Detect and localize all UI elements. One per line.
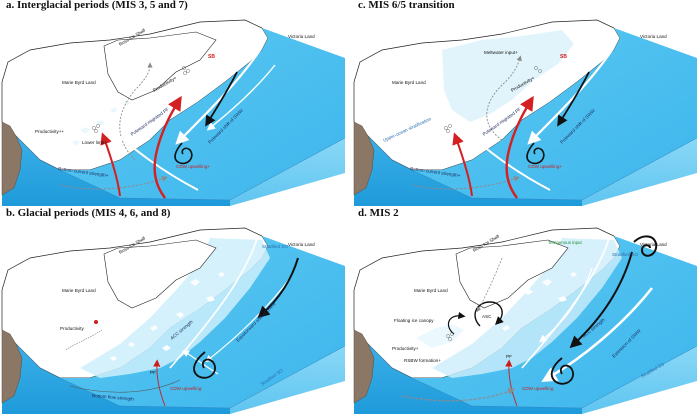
panel-a-lower-lmb-label: Lower limb+ (82, 140, 107, 145)
panel-c-sb-label: SB (560, 54, 567, 60)
panel-d-productivity-label: Productivity+ (392, 346, 419, 351)
panel-c: c. MIS 6/5 transition Victoria Land Mari… (353, 0, 698, 207)
panel-d: d. MIS 2 Victoria Land Ross Ice Shelf Ma… (353, 207, 698, 415)
panel-a-cdw-arrow-main (153, 95, 182, 199)
panel-c-meltwater-area (442, 30, 574, 122)
panel-d-cdw-label: CDW upwelling (522, 386, 554, 391)
panel-c-cdw-arrow-main (505, 95, 534, 199)
panel-d-floating-label: Floating ice canopy (394, 318, 434, 323)
panel-b-bottom-line (69, 379, 181, 393)
panel-a-marie-label: Marie Byrd Land (62, 80, 96, 85)
panel-c-bottom-arrow (411, 176, 520, 190)
panel-c-cdw-label: CDW upwelling+ (528, 164, 562, 169)
panel-b: b. Glacial periods (MIS 4, 6, and 8) Vic… (1, 207, 346, 415)
panel-d-terr-arrow (476, 257, 503, 313)
panel-d-productivity-icons (446, 332, 454, 341)
panel-a-cdw-label: CDW upwelling+ (176, 164, 210, 169)
panel-a-productivity-left-label: Productivity++ (35, 129, 64, 134)
panel-c-meltwater-label: Meltwater input+ (484, 50, 518, 55)
panel-d-marie-label: Marie Byrd Land (414, 288, 448, 293)
panel-a-title: a. Interglacial periods (MIS 3, 5 and 7) (6, 0, 188, 11)
panel-a-victoria-label: Victoria Land (288, 34, 315, 39)
panel-b-sww-arrow (257, 257, 299, 318)
panel-d-asc-arrow (474, 301, 504, 327)
panel-b-ross-ice-shelf (103, 239, 217, 309)
panel-b-stratified-top-label: Stratified SO (262, 244, 288, 249)
panel-d-floating-canopy (416, 324, 464, 348)
panel-a-white-arrow-3 (206, 64, 276, 131)
panel-a-sb-label: SB (208, 54, 215, 60)
panel-a-ross-ice-shelf (103, 31, 217, 101)
panel-d-asc-arrow-2 (447, 311, 466, 335)
panel-a-productivity-icons (92, 66, 190, 133)
panel-c-victoria-label: Victoria Land (640, 34, 667, 39)
panel-d-rsbw-label: RSBW formation+ (404, 358, 441, 363)
panel-b-marie-label: Marie Byrd Land (62, 288, 96, 293)
panel-d-white-arrow (541, 287, 654, 382)
panel-d-cdw-arrow (505, 359, 518, 407)
panel-d-ross-ice-shelf (455, 239, 569, 309)
panel-b-victoria-label: Victoria Land (288, 242, 315, 247)
panel-c-swirl-icon (526, 142, 545, 165)
panel-b-white-arrow (205, 277, 291, 363)
panel-a-sww-arrow (205, 71, 238, 127)
panel-d-title: d. MIS 2 (358, 207, 399, 219)
panel-a-bottom-arrow (59, 176, 168, 190)
panel-c-cdw-arrow-2 (452, 132, 473, 197)
panel-a: a. Interglacial periods (MIS 3, 5 and 7)… (1, 0, 346, 207)
panel-b-title: b. Glacial periods (MIS 4, 6, and 8) (6, 207, 171, 219)
panel-b-front-line (169, 235, 259, 369)
panel-d-asc-label: ASC (482, 314, 492, 319)
panel-c-grey-arrow (486, 55, 522, 141)
panel-c-productivity-icons (444, 66, 542, 133)
panel-c-title: c. MIS 6/5 transition (358, 0, 455, 11)
panel-b-swirl-icon (193, 351, 216, 379)
panel-b-productivity-label: Productivity (60, 326, 84, 331)
panel-a-cdw-arrow-2 (100, 132, 121, 197)
panel-b-cdw-arrow (153, 359, 166, 407)
panel-d-ice-floes (502, 272, 577, 331)
panel-a-grey-arrow (119, 62, 153, 161)
panel-b-bottom-label: Bottom flow strength (92, 393, 135, 402)
panel-b-pf-label: PF (150, 370, 156, 375)
panel-b-cdw-label: CDW upwelling (170, 386, 202, 391)
panel-d-white-arrow-2 (538, 267, 593, 343)
panel-d-swirl-icon-bottom (550, 357, 574, 385)
panel-c-marie-label: Marie Byrd Land (392, 80, 426, 85)
panel-b-ice-floes (110, 272, 225, 361)
panel-d-swirl-icon-top (633, 235, 658, 257)
panel-c-sww-arrow (557, 71, 590, 127)
panel-d-rsbw-arrow (401, 387, 516, 402)
panel-a-swirl-icon (174, 142, 193, 165)
panel-c-white-arrow-2 (459, 126, 551, 191)
panel-b-grey-arrow (65, 329, 103, 351)
panel-d-victoria-label: Victoria Land (640, 242, 667, 247)
panel-d-terr-label: Terrigenous input (548, 240, 582, 245)
panel-d-sww-arrow (569, 251, 633, 349)
panel-d-stratified-top-label: Stratified SO (612, 252, 638, 257)
panel-d-pf-label: PF (506, 354, 512, 359)
panel-a-white-arrow-2 (107, 126, 199, 191)
panel-b-productivity-dot (94, 320, 98, 324)
